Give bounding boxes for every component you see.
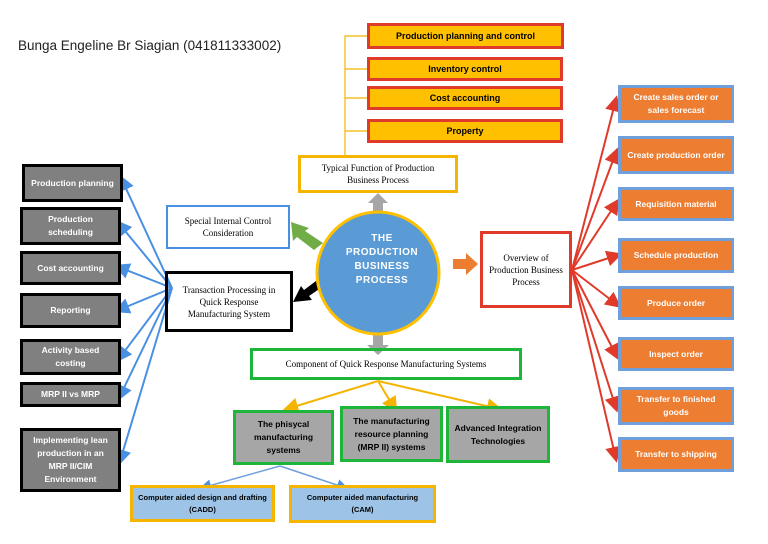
transaction-item-5: Activity based costing <box>20 339 121 375</box>
cam-box: Computer aided manufacturing (CAM) <box>289 485 436 523</box>
physical-connector <box>199 465 349 492</box>
special-control-box: Special Internal Control Consideration <box>166 205 290 249</box>
typical-item-3: Cost accounting <box>367 86 563 110</box>
component-connector <box>282 380 503 414</box>
typical-item-1: Production planning and control <box>367 23 564 49</box>
overview-item-7: Transfer to finished goods <box>618 387 734 425</box>
arrow-right-to-overview <box>453 253 478 275</box>
arrow-up-to-typical <box>368 193 388 212</box>
typical-item-4: Property <box>367 119 563 143</box>
author-label: Bunga Engeline Br Siagian (041811333002) <box>18 38 282 53</box>
center-line-4: PROCESS <box>355 275 409 286</box>
overview-item-5: Produce order <box>618 286 734 320</box>
overview-item-8: Transfer to shipping <box>618 437 734 472</box>
overview-item-3: Requisition material <box>618 187 734 221</box>
center-line-3: BUSINESS <box>354 261 410 272</box>
overview-item-4: Schedule production <box>618 238 734 273</box>
overview-item-6: Inspect order <box>618 337 734 371</box>
center-title: THE PRODUCTION BUSINESS PROCESS <box>322 232 442 288</box>
overview-connector <box>571 95 623 463</box>
typical-function-box: Typical Function of Production Business … <box>298 155 458 193</box>
overview-box: Overview of Production Business Process <box>480 231 572 308</box>
transaction-item-6: MRP II vs MRP <box>20 382 121 407</box>
typical-item-2: Inventory control <box>367 57 563 81</box>
component-item-2: The manufacturing resource planning (MRP… <box>340 406 443 462</box>
transaction-connector <box>113 174 173 466</box>
transaction-item-7: Implementing lean production in an MRP I… <box>20 428 121 492</box>
center-line-1: THE <box>371 233 393 244</box>
transaction-box: Transaction Processing in Quick Response… <box>165 271 293 332</box>
center-line-2: PRODUCTION <box>345 247 419 258</box>
center-circle <box>315 210 441 336</box>
component-item-1: The phisycal manufacturing systems <box>233 410 334 465</box>
arrow-to-special <box>291 222 323 250</box>
transaction-item-1: Production planning <box>22 164 123 202</box>
component-item-3: Advanced Integration Technologies <box>446 406 550 463</box>
transaction-item-3: Cost accounting <box>20 251 121 285</box>
transaction-item-2: Production scheduling <box>20 207 121 245</box>
component-box: Component of Quick Response Manufacturin… <box>250 348 522 380</box>
overview-item-2: Create production order <box>618 136 734 174</box>
cadd-box: Computer aided design and drafting (CADD… <box>130 485 275 522</box>
transaction-item-4: Reporting <box>20 293 121 328</box>
overview-item-1: Create sales order or sales forecast <box>618 85 734 123</box>
